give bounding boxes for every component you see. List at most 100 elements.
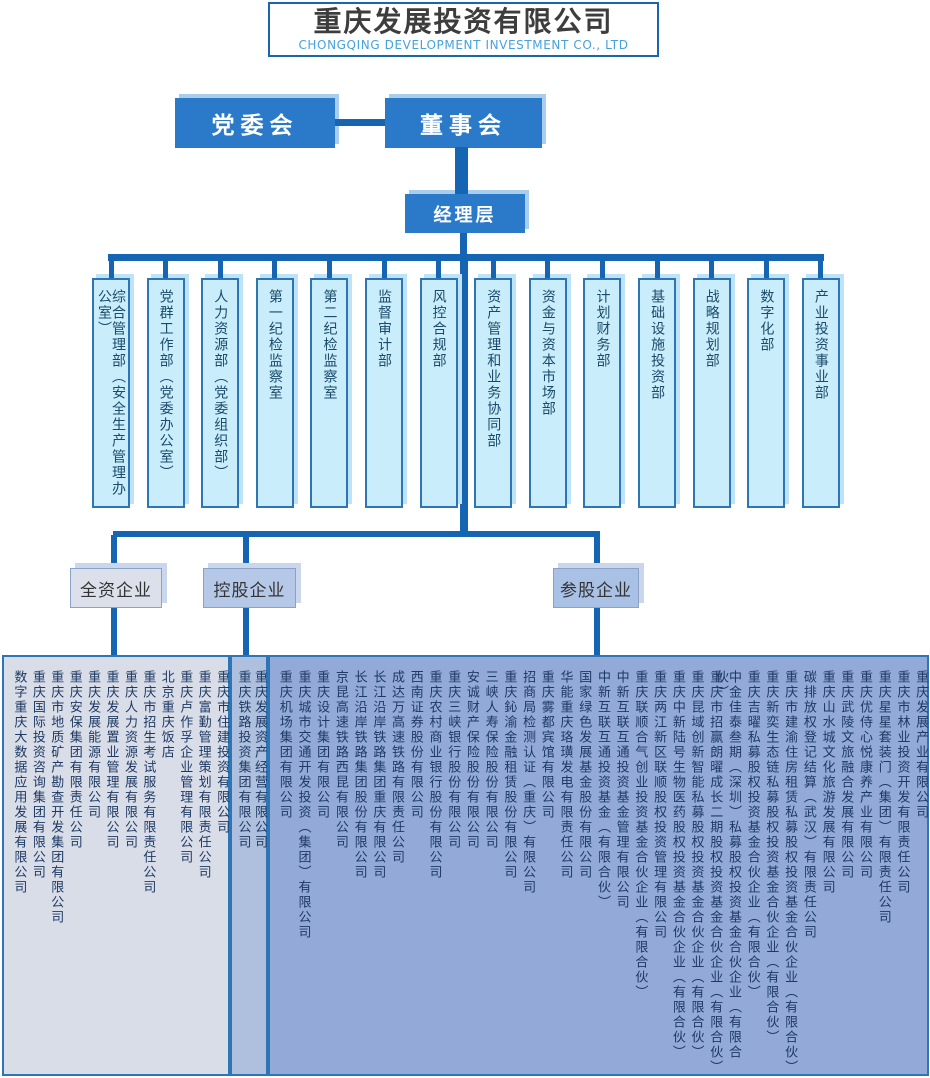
company-name: 重庆联顺合气创业投资基金合伙企业（有限合伙） (632, 670, 648, 1000)
company-name: 重庆市招赢朗曜成长二期股权投资基金合伙企业（有限合伙） (707, 670, 723, 1075)
company-name: 成达万高速铁路有限责任公司 (389, 670, 405, 865)
department-label: 产业投资事业部 (812, 289, 829, 401)
wholly-owned-companies-panel: 数字重庆大数据应用发展有限公司重庆国际投资咨询集团有限公司重庆市地质矿产勘查开发… (2, 655, 230, 1076)
department-label: 第二纪检监察室 (321, 289, 338, 401)
company-name: 重庆铁路投资集团有限公司 (235, 670, 251, 850)
party-committee-box: 党委会 (175, 98, 335, 148)
company-name: 重庆城市交通开发投资（集团）有限公司 (295, 670, 311, 940)
management-layer-box: 经理层 (405, 194, 525, 233)
company-name: 华能重庆珞璜发电有限责任公司 (557, 670, 573, 880)
department-box: 计划财务部 (583, 260, 622, 508)
holding-companies-panel: 重庆铁路投资集团有限公司重庆发展资产经营有限公司 (230, 655, 268, 1076)
department-box: 综合管理部（安全生产管理办公室） (92, 260, 130, 508)
departments-row: 综合管理部（安全生产管理办公室） 党群工作部（党委办公室） 人力资源部（党委组织… (92, 260, 840, 508)
company-name: 重庆新奕生态链私募股权投资基金合伙企业（有限合伙） (763, 670, 779, 1045)
department-label: 综合管理部（安全生产管理办公室） (96, 289, 126, 497)
company-name: 重庆优侍心悦康养产业有限公司 (857, 670, 872, 880)
company-name: 碳排放权登记结算（武汉）有限责任公司 (800, 670, 816, 940)
company-name: 重庆市建渝住房租赁私募股权投资基金合伙企业（有限合伙） (782, 670, 798, 1075)
category-wholly-owned: 全资企业 (70, 568, 162, 608)
company-name: 重庆星星套装门（集团）有限责任公司 (875, 670, 891, 925)
company-name: 重庆发展资产经营有限公司 (252, 670, 267, 850)
company-name: 中新互联互通投资基金管理有限公司 (613, 670, 629, 910)
connector-board-management (455, 147, 468, 194)
company-name: 中新互联互通投资基金（有限合伙） (594, 670, 610, 910)
company-name: 数字重庆大数据应用发展有限公司 (11, 670, 27, 895)
company-name: 国家绿色发展基金股份有限公司 (576, 670, 592, 880)
company-name: 重庆雾都宾馆有限公司 (538, 670, 554, 820)
department-label: 基础设施投资部 (649, 289, 666, 401)
company-name: 招商局检测认证（重庆）有限公司 (520, 670, 536, 895)
company-name: 重庆中新陆号生物医药股权投资基金合伙企业（有限合伙） (669, 670, 685, 1060)
company-name: 西南证券股份有限公司 (407, 670, 423, 820)
company-name: 重庆鈊渝金融租赁股份有限公司 (501, 670, 517, 880)
department-box: 基础设施投资部 (638, 260, 677, 508)
department-box: 监督审计部 (365, 260, 404, 508)
department-box: 第二纪检监察室 (310, 260, 349, 508)
department-label: 风控合规部 (430, 289, 447, 369)
equity-companies-panel: 重庆机场集团有限公司重庆城市交通开发投资（集团）有限公司重庆设计集团有限公司京昆… (268, 655, 929, 1076)
company-name: 重庆山水城文化旅游发展有限公司 (819, 670, 835, 895)
company-name: 长江沿岸铁路集团股份有限公司 (351, 670, 367, 880)
department-label: 战略规划部 (703, 289, 720, 369)
department-box: 党群工作部（党委办公室） (146, 260, 185, 508)
department-box: 人力资源部（党委组织部） (201, 260, 240, 508)
department-label: 党群工作部（党委办公室） (157, 289, 174, 481)
connector-drop-wholly (111, 535, 117, 568)
department-box: 资金与资本市场部 (528, 260, 567, 508)
board-of-directors-box: 董事会 (385, 98, 542, 148)
connector-wholly-panel (111, 608, 117, 655)
connector-departments-bar (108, 254, 824, 261)
company-name: 重庆武陵文旅融合发展有限公司 (838, 670, 854, 880)
company-name: 重庆卢作孚企业管理有限公司 (177, 670, 193, 865)
company-name: 重庆吉曜私募股权投资基金合伙企业（有限合伙） (744, 670, 760, 1000)
connector-equity-panel (594, 608, 600, 655)
department-box: 第一纪检监察室 (255, 260, 294, 508)
company-name: 重庆设计集团有限公司 (314, 670, 330, 820)
department-box: 资产管理和业务协同部 (474, 260, 513, 508)
company-name: 重庆发展产业有限公司 (913, 670, 929, 820)
category-holding: 控股企业 (203, 568, 296, 608)
company-name: 重庆市林业投资开发有限责任公司 (894, 670, 910, 895)
connector-categories-bar (113, 531, 600, 537)
connector-holding-panel (243, 608, 249, 655)
department-box: 风控合规部 (419, 260, 458, 508)
connector-management-stem (460, 233, 467, 256)
company-name: 重庆国际投资咨询集团有限公司 (29, 670, 45, 880)
department-label: 资产管理和业务协同部 (485, 289, 502, 449)
company-name: 重庆发展置业管理有限公司 (103, 670, 119, 850)
company-name: 长江沿岸铁路集团重庆有限公司 (370, 670, 386, 880)
company-name: 重庆发展能源有限公司 (85, 670, 101, 820)
company-name: 重庆农村商业银行股份有限公司 (426, 670, 442, 880)
connector-drop-holding (243, 535, 249, 568)
company-name: 京昆高速铁路西昆有限公司 (332, 670, 348, 850)
company-name: 安诚财产保险股份有限公司 (463, 670, 479, 850)
company-title-cn: 重庆发展投资有限公司 (313, 4, 614, 38)
company-name: 重庆机场集团有限公司 (276, 670, 292, 820)
department-label: 第一纪检监察室 (266, 289, 283, 401)
connector-main-trunk (460, 258, 468, 534)
department-label: 人力资源部（党委组织部） (212, 289, 229, 481)
company-name: 重庆市住建投资有限公司 (214, 670, 230, 835)
company-title-box: 重庆发展投资有限公司 CHONGQING DEVELOPMENT INVESTM… (268, 2, 659, 57)
company-title-en: CHONGQING DEVELOPMENT INVESTMENT CO., LT… (298, 38, 629, 53)
company-name: 中金佳泰叁期（深圳）私募股权投资基金合伙企业（有限合伙） (712, 670, 741, 1060)
connector-drop-equity (594, 535, 600, 568)
department-box: 战略规划部 (692, 260, 731, 508)
company-name: 重庆富勤管理策划有限责任公司 (195, 670, 211, 880)
company-name: 北京重庆饭店 (158, 670, 174, 760)
company-name: 重庆昆域创新智能私募股权投资基金合伙企业（有限合伙） (688, 670, 704, 1060)
department-label: 监督审计部 (376, 289, 393, 369)
company-name: 重庆市招生考试服务有限责任公司 (140, 670, 156, 895)
department-label: 计划财务部 (594, 289, 611, 369)
category-equity-participation: 参股企业 (553, 568, 639, 608)
department-label: 数字化部 (758, 289, 775, 353)
department-box: 数字化部 (747, 260, 786, 508)
company-name: 重庆人力资源发展有限公司 (121, 670, 137, 850)
department-label: 资金与资本市场部 (539, 289, 556, 417)
company-name: 重庆安保集团有限责任公司 (66, 670, 82, 850)
company-name: 重庆三峡银行股份有限公司 (445, 670, 461, 850)
company-name: 重庆两江新区联顺股权投资管理有限公司 (651, 670, 667, 940)
department-box: 产业投资事业部 (801, 260, 840, 508)
